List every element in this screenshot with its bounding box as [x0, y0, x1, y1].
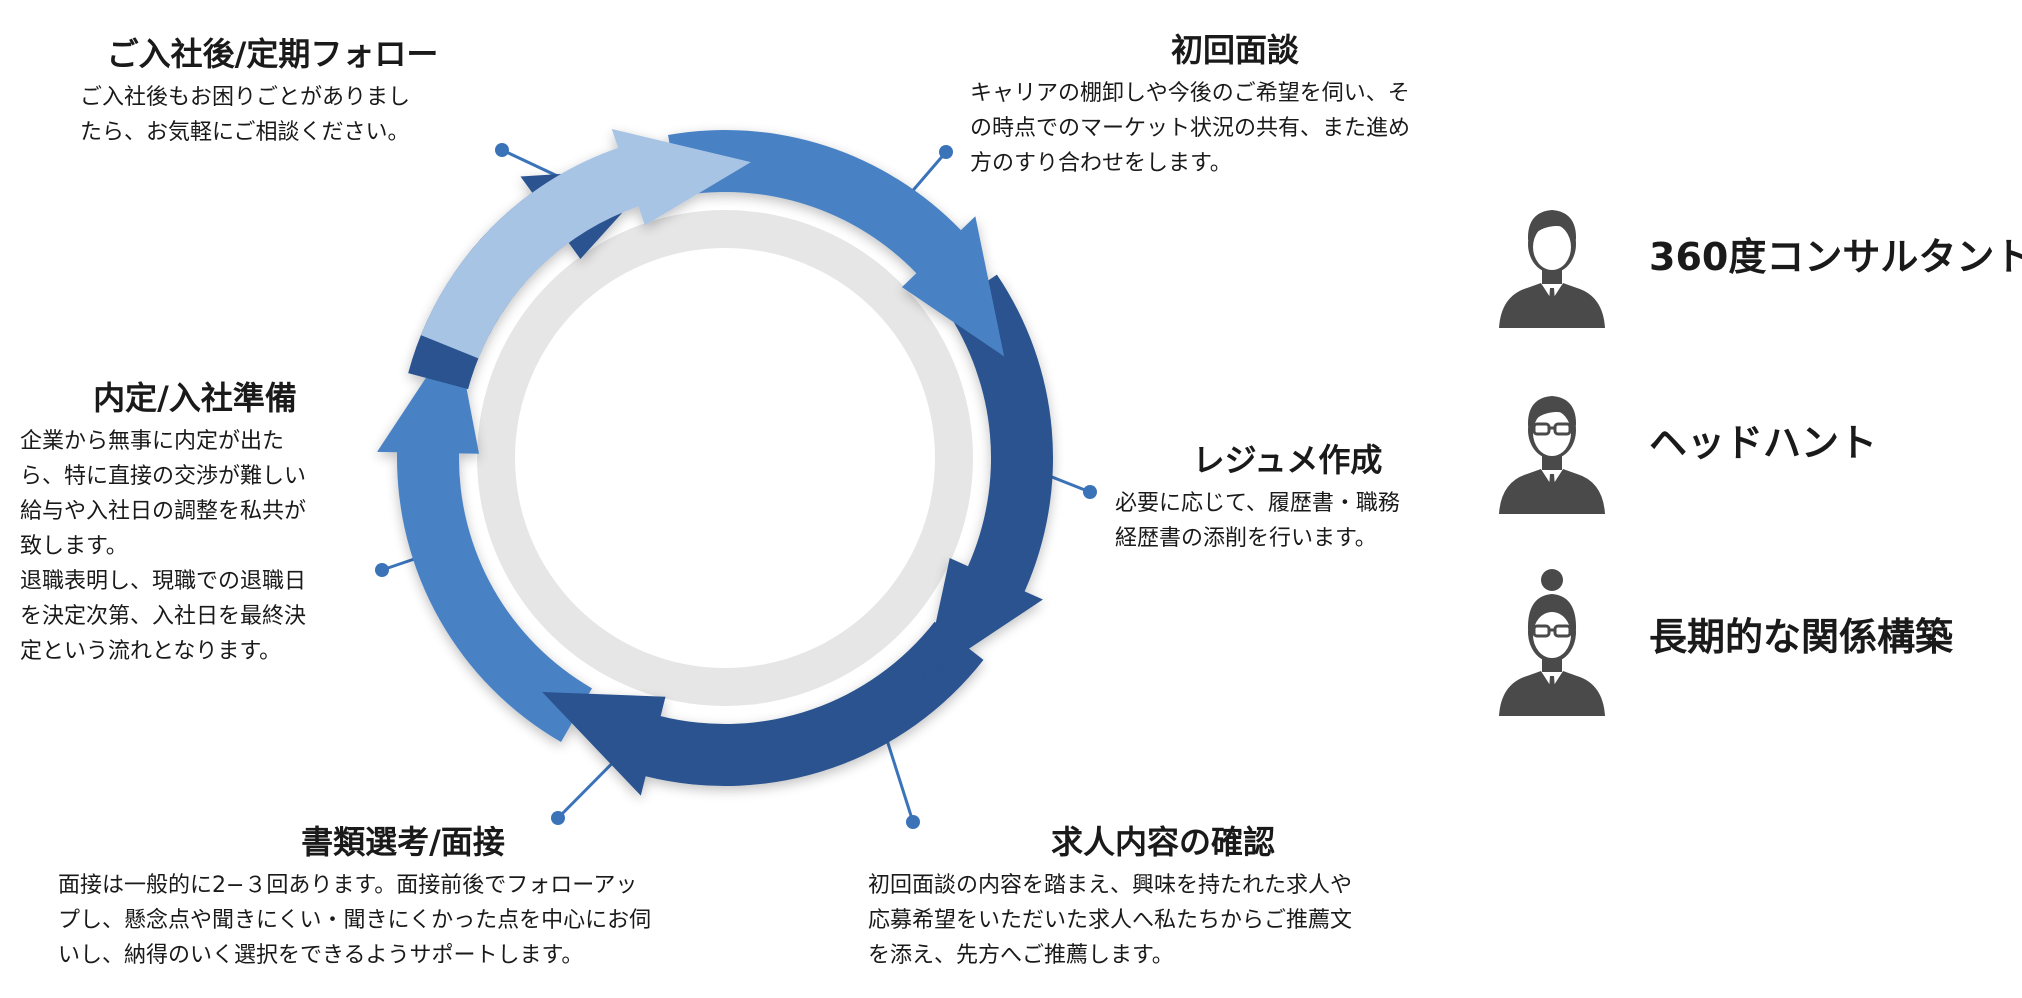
persona-label: 360度コンサルタント: [1649, 235, 2022, 279]
cycle-arrows: [377, 128, 1053, 796]
step-description: キャリアの棚卸しや今後のご希望を伺い、そ の時点でのマーケット状況の共有、また進…: [970, 81, 1411, 176]
persona-headhunter: ヘッドハント: [1497, 378, 2017, 518]
step-after-joining-follow: ご入社後/定期フォロー ご入社後もお困りごとがありまし たら、お気軽にご相談くだ…: [80, 34, 465, 150]
arrow-resume-to-job: [923, 274, 1053, 679]
leader-after-joining-line: [501, 148, 565, 181]
step-description: 初回面談の内容を踏まえ、興味を持たれた求人や 応募希望をいただいた求人へ私たちか…: [868, 873, 1353, 968]
step-description: 必要に応じて、履歴書・職務 経歴書の添削を行います。: [1115, 491, 1400, 551]
step-description: ご入社後もお困りごとがありまし たら、お気軽にご相談ください。: [80, 85, 411, 145]
step-job-confirmation: 求人内容の確認 初回面談の内容を踏まえ、興味を持たれた求人や 応募希望をいただい…: [868, 822, 1458, 973]
woman-bun-glasses-icon: [1499, 569, 1605, 716]
step-title: ご入社後/定期フォロー: [106, 35, 439, 73]
leader-offer-preparation-dot: [375, 563, 389, 577]
leader-job-confirmation-line: [884, 736, 915, 823]
arrow-follow-to-interview: [420, 128, 751, 359]
headhunter-glasses-icon: [1499, 396, 1605, 514]
step-initial-interview: 初回面談 キャリアの棚卸しや今後のご希望を伺い、そ の時点でのマーケット状況の共…: [970, 30, 1500, 181]
arrow-screening-to-offer: [377, 332, 592, 743]
arrow-interview-to-resume: [668, 130, 1005, 357]
step-title: 内定/入社準備: [93, 379, 297, 417]
consultant-icon: [1499, 210, 1605, 328]
persona-label: ヘッドハント: [1649, 421, 1878, 465]
step-title: レジュメ作成: [1192, 441, 1383, 479]
arrow-job-to-screening: [542, 621, 984, 796]
step-description: 企業から無事に内定が出た ら、特に直接の交渉が難しい 給与や入社日の調整を私共が…: [20, 429, 307, 664]
center-circle: [515, 248, 935, 668]
leader-initial-interview-line: [908, 151, 948, 196]
leader-initial-interview-dot: [939, 145, 953, 159]
persona-label: 長期的な関係構築: [1649, 615, 1954, 659]
leader-lines: [375, 143, 1097, 829]
persona-consultant: 360度コンサルタント: [1497, 192, 2022, 332]
step-title: 初回面談: [1170, 31, 1299, 69]
step-offer-preparation: 内定/入社準備 企業から無事に内定が出た ら、特に直接の交渉が難しい 給与や入社…: [20, 378, 370, 669]
step-resume: レジュメ作成 必要に応じて、履歴書・職務 経歴書の添削を行います。: [1115, 440, 1460, 556]
leader-after-joining-dot: [495, 143, 509, 157]
step-description: 面接は一般的に2−３回あります。面接前後でフォローアッ プし、懸念点や聞きにくい…: [58, 873, 652, 968]
persona-long-term: 長期的な関係構築: [1497, 568, 2017, 716]
step-title: 書類選考/面接: [301, 823, 505, 861]
leader-screening-interview-dot: [551, 811, 565, 825]
step-screening-interview: 書類選考/面接 面接は一般的に2−３回あります。面接前後でフォローアッ プし、懸…: [58, 822, 748, 973]
leader-resume-dot: [1083, 485, 1097, 499]
leader-resume-line: [1046, 473, 1091, 494]
step-title: 求人内容の確認: [1050, 823, 1275, 861]
leader-screening-interview-line: [556, 759, 616, 820]
leader-job-confirmation-dot: [906, 815, 920, 829]
